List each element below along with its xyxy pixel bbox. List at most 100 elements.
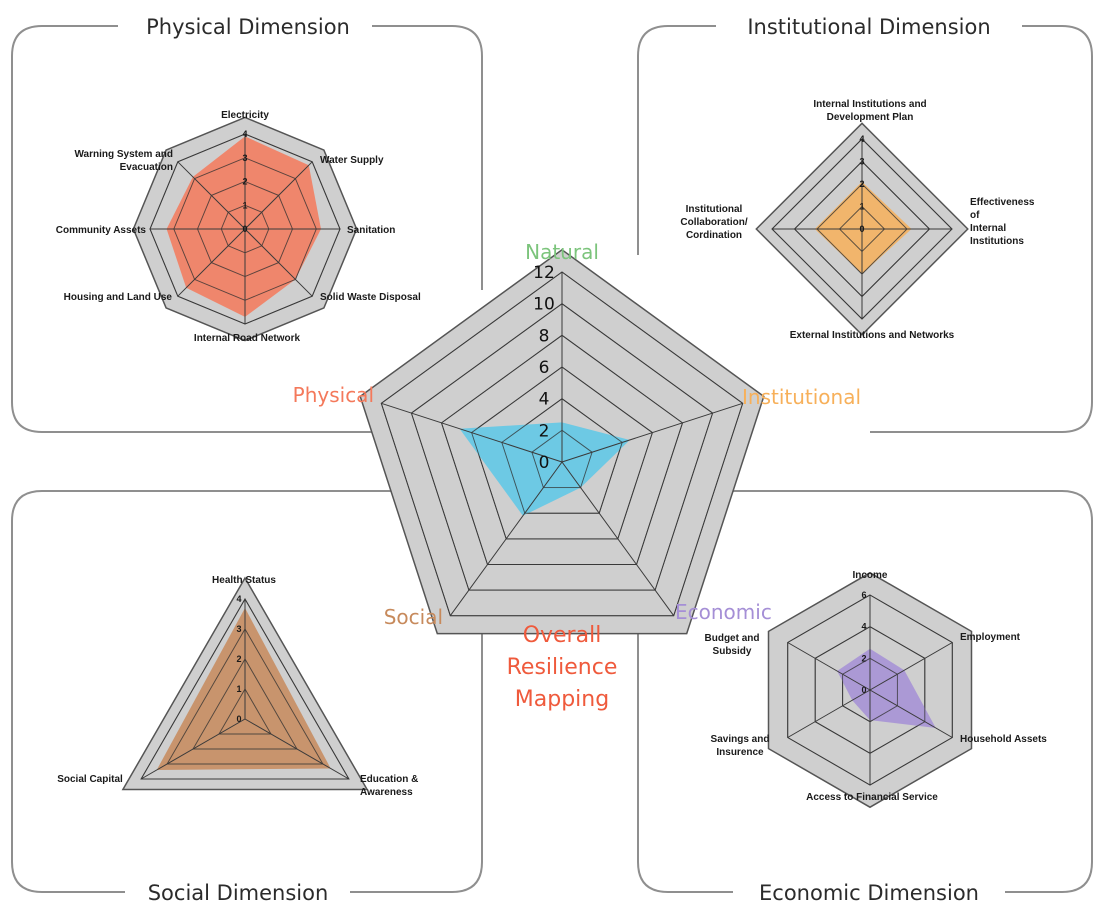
institutional-tick-label: 3 <box>859 157 864 167</box>
social-panel-frame <box>11 490 440 893</box>
physical-web-ring-overlay <box>149 133 341 325</box>
physical-axis-label: Sanitation <box>347 225 395 236</box>
institutional-tick-label: 1 <box>859 202 864 212</box>
physical-axis-label: Solid Waste Disposal <box>320 292 421 303</box>
social-axis-label: Health Status <box>212 575 276 586</box>
economic-panel-frame-right <box>680 490 1093 893</box>
economic-tick-label: 6 <box>861 590 866 600</box>
economic-web-ring-overlay <box>787 594 953 786</box>
institutional-tick-label: 2 <box>859 179 864 189</box>
physical-axis-label: Warning System and <box>74 149 173 160</box>
overall-tick-label: 6 <box>539 358 550 378</box>
institutional-axis-label: Institutional <box>686 204 743 215</box>
overall-axis-label: Economic <box>675 600 772 624</box>
physical-axis-label: Housing and Land Use <box>64 292 173 303</box>
social-web-ring-overlay <box>192 658 298 750</box>
overall-axis-label: Physical <box>293 383 374 407</box>
overall-axis-label: Institutional <box>742 385 861 409</box>
institutional-axis-label: Development Plan <box>827 112 914 123</box>
social-axis-label: Social Capital <box>57 774 123 785</box>
overall-axis-label: Natural <box>525 240 599 264</box>
center-title: Overall Resilience Mapping <box>507 623 618 712</box>
physical-web-ring-overlay <box>197 181 293 277</box>
physical-tick-label: 3 <box>242 153 247 163</box>
social-panel-frame-right <box>350 620 483 893</box>
physical-tick-label: 0 <box>242 224 247 234</box>
economic-web-ring-overlay <box>814 626 926 754</box>
overall-tick-label: 0 <box>539 453 550 473</box>
physical-axis-label: Evacuation <box>120 162 173 173</box>
physical-axis-label: Internal Road Network <box>194 333 301 344</box>
social-data-area <box>156 608 331 770</box>
economic-axis-label: Savings and <box>711 734 770 745</box>
institutional-axis-label: Effectiveness <box>970 197 1035 208</box>
social-tick-label: 0 <box>236 714 241 724</box>
economic-tick-label: 4 <box>861 622 866 632</box>
institutional-axis-label: External Institutions and Networks <box>790 330 955 341</box>
economic-panel-frame <box>637 620 733 893</box>
economic-axis-label: Access to Financial Service <box>806 792 938 803</box>
institutional-axis-label: Cordination <box>686 230 742 241</box>
social-axis-label: Education & <box>360 774 418 785</box>
physical-web-ring-overlay <box>173 157 317 301</box>
overall-tick-label: 2 <box>539 421 550 441</box>
overall-web-ring-overlay <box>471 366 653 540</box>
economic-axis-spoke <box>869 642 953 691</box>
institutional-axis-label: Institutions <box>970 236 1024 247</box>
overall-axis-label: Social <box>384 605 443 629</box>
center-title-line-1: Overall <box>523 623 602 648</box>
institutional-panel-title: Institutional Dimension <box>747 15 990 39</box>
institutional-axis-label: Collaboration/ <box>680 217 747 228</box>
economic-tick-label: 2 <box>861 653 866 663</box>
economic-axis-label: Household Assets <box>960 734 1047 745</box>
institutional-axis-label: Internal <box>970 223 1006 234</box>
overall-web-ring-overlay <box>531 429 593 489</box>
overall-web-ring-overlay <box>410 303 714 591</box>
overall-web-ring-overlay <box>380 271 744 617</box>
overall-web-ring-overlay <box>501 398 623 514</box>
institutional-web-ring-overlay <box>838 205 886 253</box>
social-tick-label: 3 <box>236 624 241 634</box>
physical-panel-frame-right <box>372 25 483 290</box>
physical-web-ring-overlay <box>220 204 270 254</box>
institutional-axis-label: of <box>970 210 980 221</box>
overall-tick-label: 10 <box>533 295 555 315</box>
overall-web-ring-overlay <box>440 334 684 565</box>
economic-axis-label: Subsidy <box>713 646 752 657</box>
social-tick-label: 1 <box>236 684 241 694</box>
physical-axis-label: Community Assets <box>56 225 147 236</box>
social-web-ring-overlay <box>140 598 350 780</box>
overall-tick-label: 4 <box>539 390 550 410</box>
overall-tick-label: 12 <box>533 263 555 283</box>
economic-axis-label: Income <box>852 570 887 581</box>
physical-tick-label: 4 <box>242 129 247 139</box>
physical-panel-frame <box>11 25 388 433</box>
economic-web-ring-overlay <box>842 657 898 723</box>
physical-tick-label: 2 <box>242 177 247 187</box>
physical-axis-label: Electricity <box>221 110 269 121</box>
economic-axis-spoke <box>787 689 871 738</box>
social-web-ring-overlay <box>218 688 272 735</box>
economic-axis-spoke <box>869 689 953 738</box>
economic-axis-label: Employment <box>960 632 1021 643</box>
overall-tick-label: 8 <box>539 326 550 346</box>
physical-axis-label: Water Supply <box>320 155 384 166</box>
physical-panel-title: Physical Dimension <box>146 15 350 39</box>
institutional-tick-label: 0 <box>859 224 864 234</box>
institutional-web-ring-overlay <box>793 160 931 298</box>
physical-tick-label: 1 <box>242 200 247 210</box>
social-axis-label: Awareness <box>360 787 413 798</box>
institutional-panel-frame-right <box>870 25 1093 433</box>
panel-frames <box>11 25 1093 893</box>
social-web-ring-overlay <box>166 628 324 765</box>
institutional-web-ring-overlay <box>771 138 953 320</box>
center-title-line-2: Resilience <box>507 655 618 680</box>
institutional-tick-label: 4 <box>859 134 864 144</box>
economic-axis-spoke <box>787 642 871 691</box>
